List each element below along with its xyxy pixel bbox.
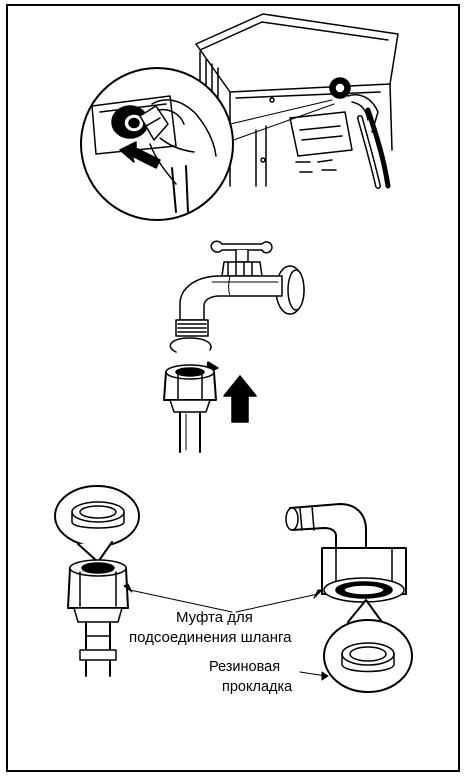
tap-illustration	[164, 241, 304, 452]
coupling-label-line1: Муфта для	[176, 610, 253, 625]
coupling-label-line2: подсоединения шланга	[129, 630, 292, 645]
zoom-detail-circle	[81, 68, 233, 220]
gasket-label-line1: Резиновая	[209, 660, 280, 675]
gasket-label-line2: прокладка	[222, 680, 292, 695]
